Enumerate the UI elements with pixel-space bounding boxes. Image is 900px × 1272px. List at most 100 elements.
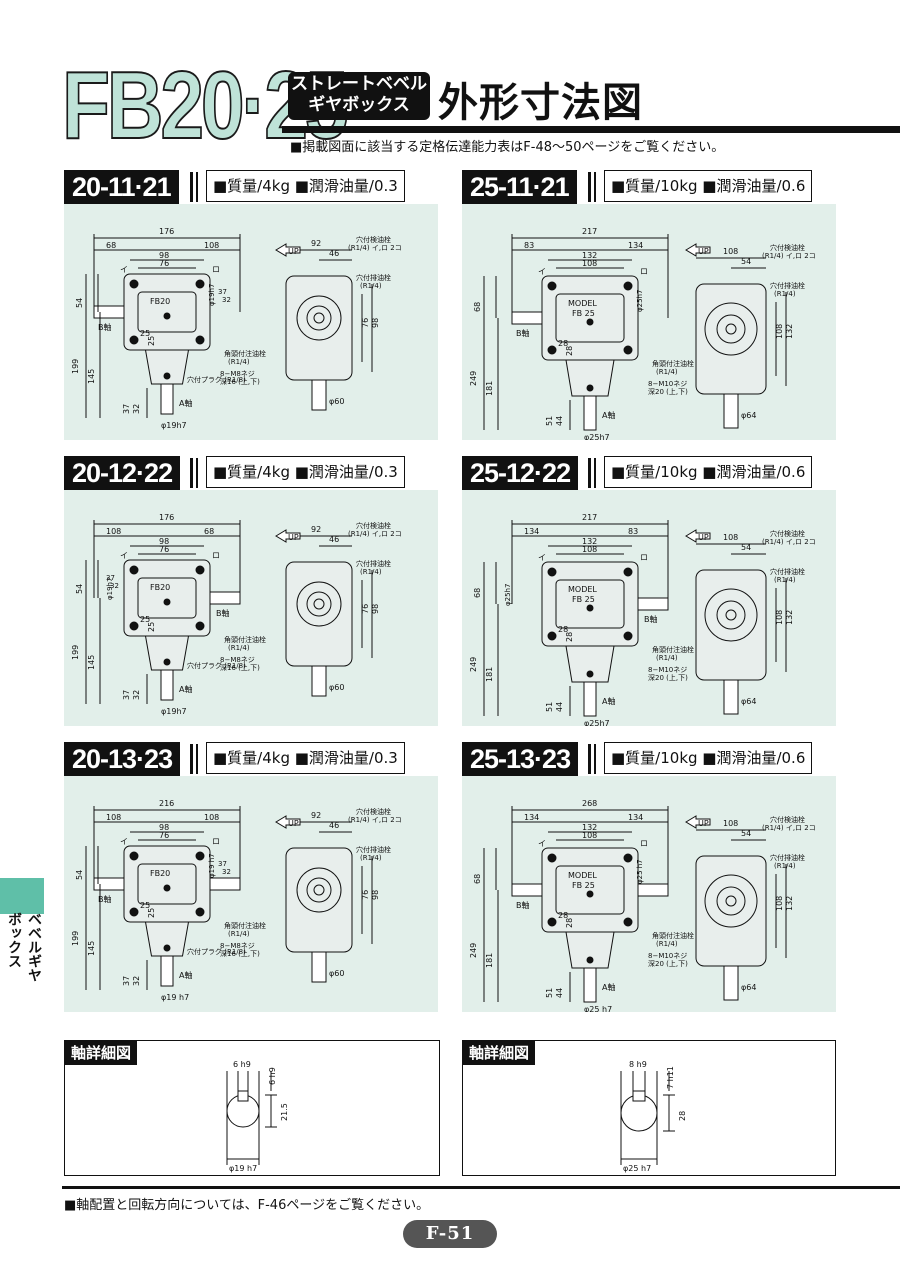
tap-label: 8−M10ネジ [648, 380, 687, 388]
a-shaft-diameter: φ19h7 [161, 421, 187, 430]
side-tab-label-1: ベベルギヤ [26, 912, 42, 982]
dim-d132: 132 [582, 251, 597, 260]
dim-h54: 54 [75, 584, 84, 594]
dim-w: 216 [159, 799, 174, 808]
dim-s25b: 25 [147, 622, 156, 632]
dim-h199: 199 [71, 645, 80, 660]
housing-side [285, 561, 353, 667]
a-shaft-diameter: φ19 h7 [161, 993, 189, 1002]
dim-d98: 98 [159, 537, 169, 546]
a-shaft-label: A軸 [602, 410, 615, 420]
oil-drain-label: 穴付排油栓 [770, 567, 805, 576]
dim-a37: 37 [122, 690, 131, 700]
dim-s28b: 28 [565, 346, 574, 356]
footer-note: ■軸配置と回転方向については、F-46ページをご覧ください。 [64, 1198, 430, 1213]
dim-l1: 134 [524, 813, 539, 822]
dim-d98: 98 [159, 251, 169, 260]
a-shaft-label: A軸 [602, 696, 615, 706]
nameplate-model: FB 25 [572, 881, 595, 890]
nameplate-model: FB 25 [572, 309, 595, 318]
dim-a37: 37 [122, 404, 131, 414]
a-shaft-label: A軸 [179, 684, 192, 694]
model-spec: ■質量/4kg ■潤滑油量/0.3 [206, 742, 405, 774]
oil-check-label: 穴付検油栓 [770, 815, 805, 824]
tap-label: 8−M8ネジ [220, 656, 255, 664]
oil-check-spec: (R1/4) イ,ロ 2コ [348, 244, 402, 252]
b-shaft-diameter: φ25 h7 [636, 859, 644, 884]
side-tab-label-2: ボックス [6, 912, 22, 968]
tap-depth: 深16 (上,下) [220, 663, 260, 672]
up-marker: UP [698, 533, 709, 542]
tap-depth: 深16 (上,下) [220, 949, 260, 958]
dim-l2: 68 [204, 527, 214, 536]
dim-h249: 249 [469, 943, 478, 958]
shaft-detail-20: 軸詳細図 6 h9 6 h9 21.5 φ19 h7 [64, 1040, 440, 1176]
dim-h145: 145 [87, 941, 96, 956]
dim-side-width: 108 [723, 819, 738, 828]
model-code: 20-13·23 [64, 742, 181, 776]
dim-a37: 37 [122, 976, 131, 986]
tap-depth: 深20 (上,下) [648, 959, 688, 968]
dim-side-height: 76 [361, 604, 370, 614]
oil-fill-spec: (R1/4) [228, 644, 250, 652]
tap-depth: 深16 (上,下) [220, 377, 260, 386]
dim-side-width: 92 [311, 811, 321, 820]
dim-w: 217 [582, 227, 597, 236]
oil-fill-spec: (R1/4) [656, 368, 678, 376]
dim-s28: 28 [558, 911, 568, 920]
dim-h145: 145 [87, 655, 96, 670]
up-marker: UP [288, 247, 299, 256]
dim-a51: 51 [545, 416, 554, 426]
up-marker: UP [698, 247, 709, 256]
oil-drain-label: 穴付排油栓 [770, 281, 805, 290]
model-header: 25-11·21 ■質量/10kg ■潤滑油量/0.6 [462, 170, 836, 204]
dim-side-half: 54 [741, 543, 751, 552]
page-title: 外形寸法図 [438, 80, 643, 126]
dim-side-width: 92 [311, 239, 321, 248]
dim-s28b: 28 [565, 918, 574, 928]
oil-drain-label: 穴付排油栓 [770, 853, 805, 862]
dim-l2: 108 [204, 241, 219, 250]
shaft-detail-drawing: 8 h9 7 h11 28 φ25 h7 [620, 1060, 687, 1173]
dim-side-height-outer: 132 [785, 896, 794, 911]
dim-a44: 44 [555, 416, 564, 426]
badge-line2: ギヤボックス [308, 95, 410, 115]
dim-d108: 108 [582, 259, 597, 268]
port-label-i: イ [120, 837, 128, 846]
model-separator [588, 458, 601, 488]
badge-line1: ストレートベベル [291, 74, 427, 94]
oil-fill-label: 角頭付注油栓 [652, 359, 694, 368]
nameplate-text: FB20 [150, 583, 170, 592]
dim-side-half: 54 [741, 829, 751, 838]
dim-d98: 98 [159, 823, 169, 832]
oil-check-label: 穴付検油栓 [770, 243, 805, 252]
dim-h181: 181 [485, 667, 494, 682]
shaft-detail-drawing: 6 h9 6 h9 21.5 φ19 h7 [226, 1060, 289, 1173]
model-separator [588, 172, 601, 202]
footer-rule [62, 1186, 900, 1189]
model-separator [588, 744, 601, 774]
a-shaft-diameter: φ25h7 [584, 433, 610, 440]
dim-h249: 249 [469, 657, 478, 672]
dim-a44: 44 [555, 702, 564, 712]
oil-drain-spec: (R1/4) [774, 862, 796, 870]
port-label-i: イ [120, 265, 128, 274]
dim-l2: 134 [628, 813, 643, 822]
dim-side-height: 76 [361, 890, 370, 900]
dim-w: 217 [582, 513, 597, 522]
model-code: 20-11·21 [64, 170, 179, 204]
dim-h54: 54 [75, 870, 84, 880]
dim-a51: 51 [545, 702, 554, 712]
oil-fill-label: 角頭付注油栓 [224, 921, 266, 930]
dim-s28b: 28 [565, 632, 574, 642]
up-marker: UP [288, 533, 299, 542]
nameplate-text: FB20 [150, 297, 170, 306]
shaft-key-depth: 6 h9 [268, 1067, 277, 1085]
port-label-i: イ [538, 839, 546, 848]
oil-check-label: 穴付検油栓 [356, 235, 391, 244]
dim-side-flange: φ64 [741, 411, 756, 420]
dim-d108: 108 [582, 831, 597, 840]
model-code: 20-12·22 [64, 456, 181, 490]
